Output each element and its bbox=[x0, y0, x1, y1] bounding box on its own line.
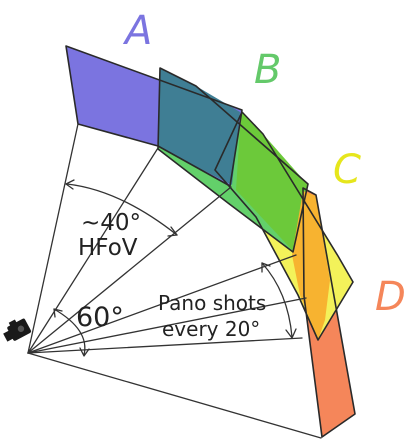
band-label-a: A bbox=[122, 8, 152, 54]
band-label-c: C bbox=[333, 147, 361, 193]
fov-lines bbox=[27, 123, 322, 439]
hfov-unit: HFoV bbox=[78, 235, 138, 261]
camera-icon bbox=[3, 318, 32, 342]
overlap-bc bbox=[236, 112, 308, 252]
angle-total-label: 60° bbox=[76, 302, 124, 333]
band-label-d: D bbox=[375, 274, 406, 320]
hfov-value: ~40° bbox=[81, 210, 141, 236]
shots-line-2: every 20° bbox=[162, 317, 260, 341]
shots-line-1: Pano shots bbox=[158, 291, 266, 315]
angle-arcs bbox=[53, 179, 297, 357]
band-label-b: B bbox=[254, 47, 281, 93]
overlap-ab bbox=[158, 68, 240, 185]
image-bands bbox=[66, 46, 355, 437]
